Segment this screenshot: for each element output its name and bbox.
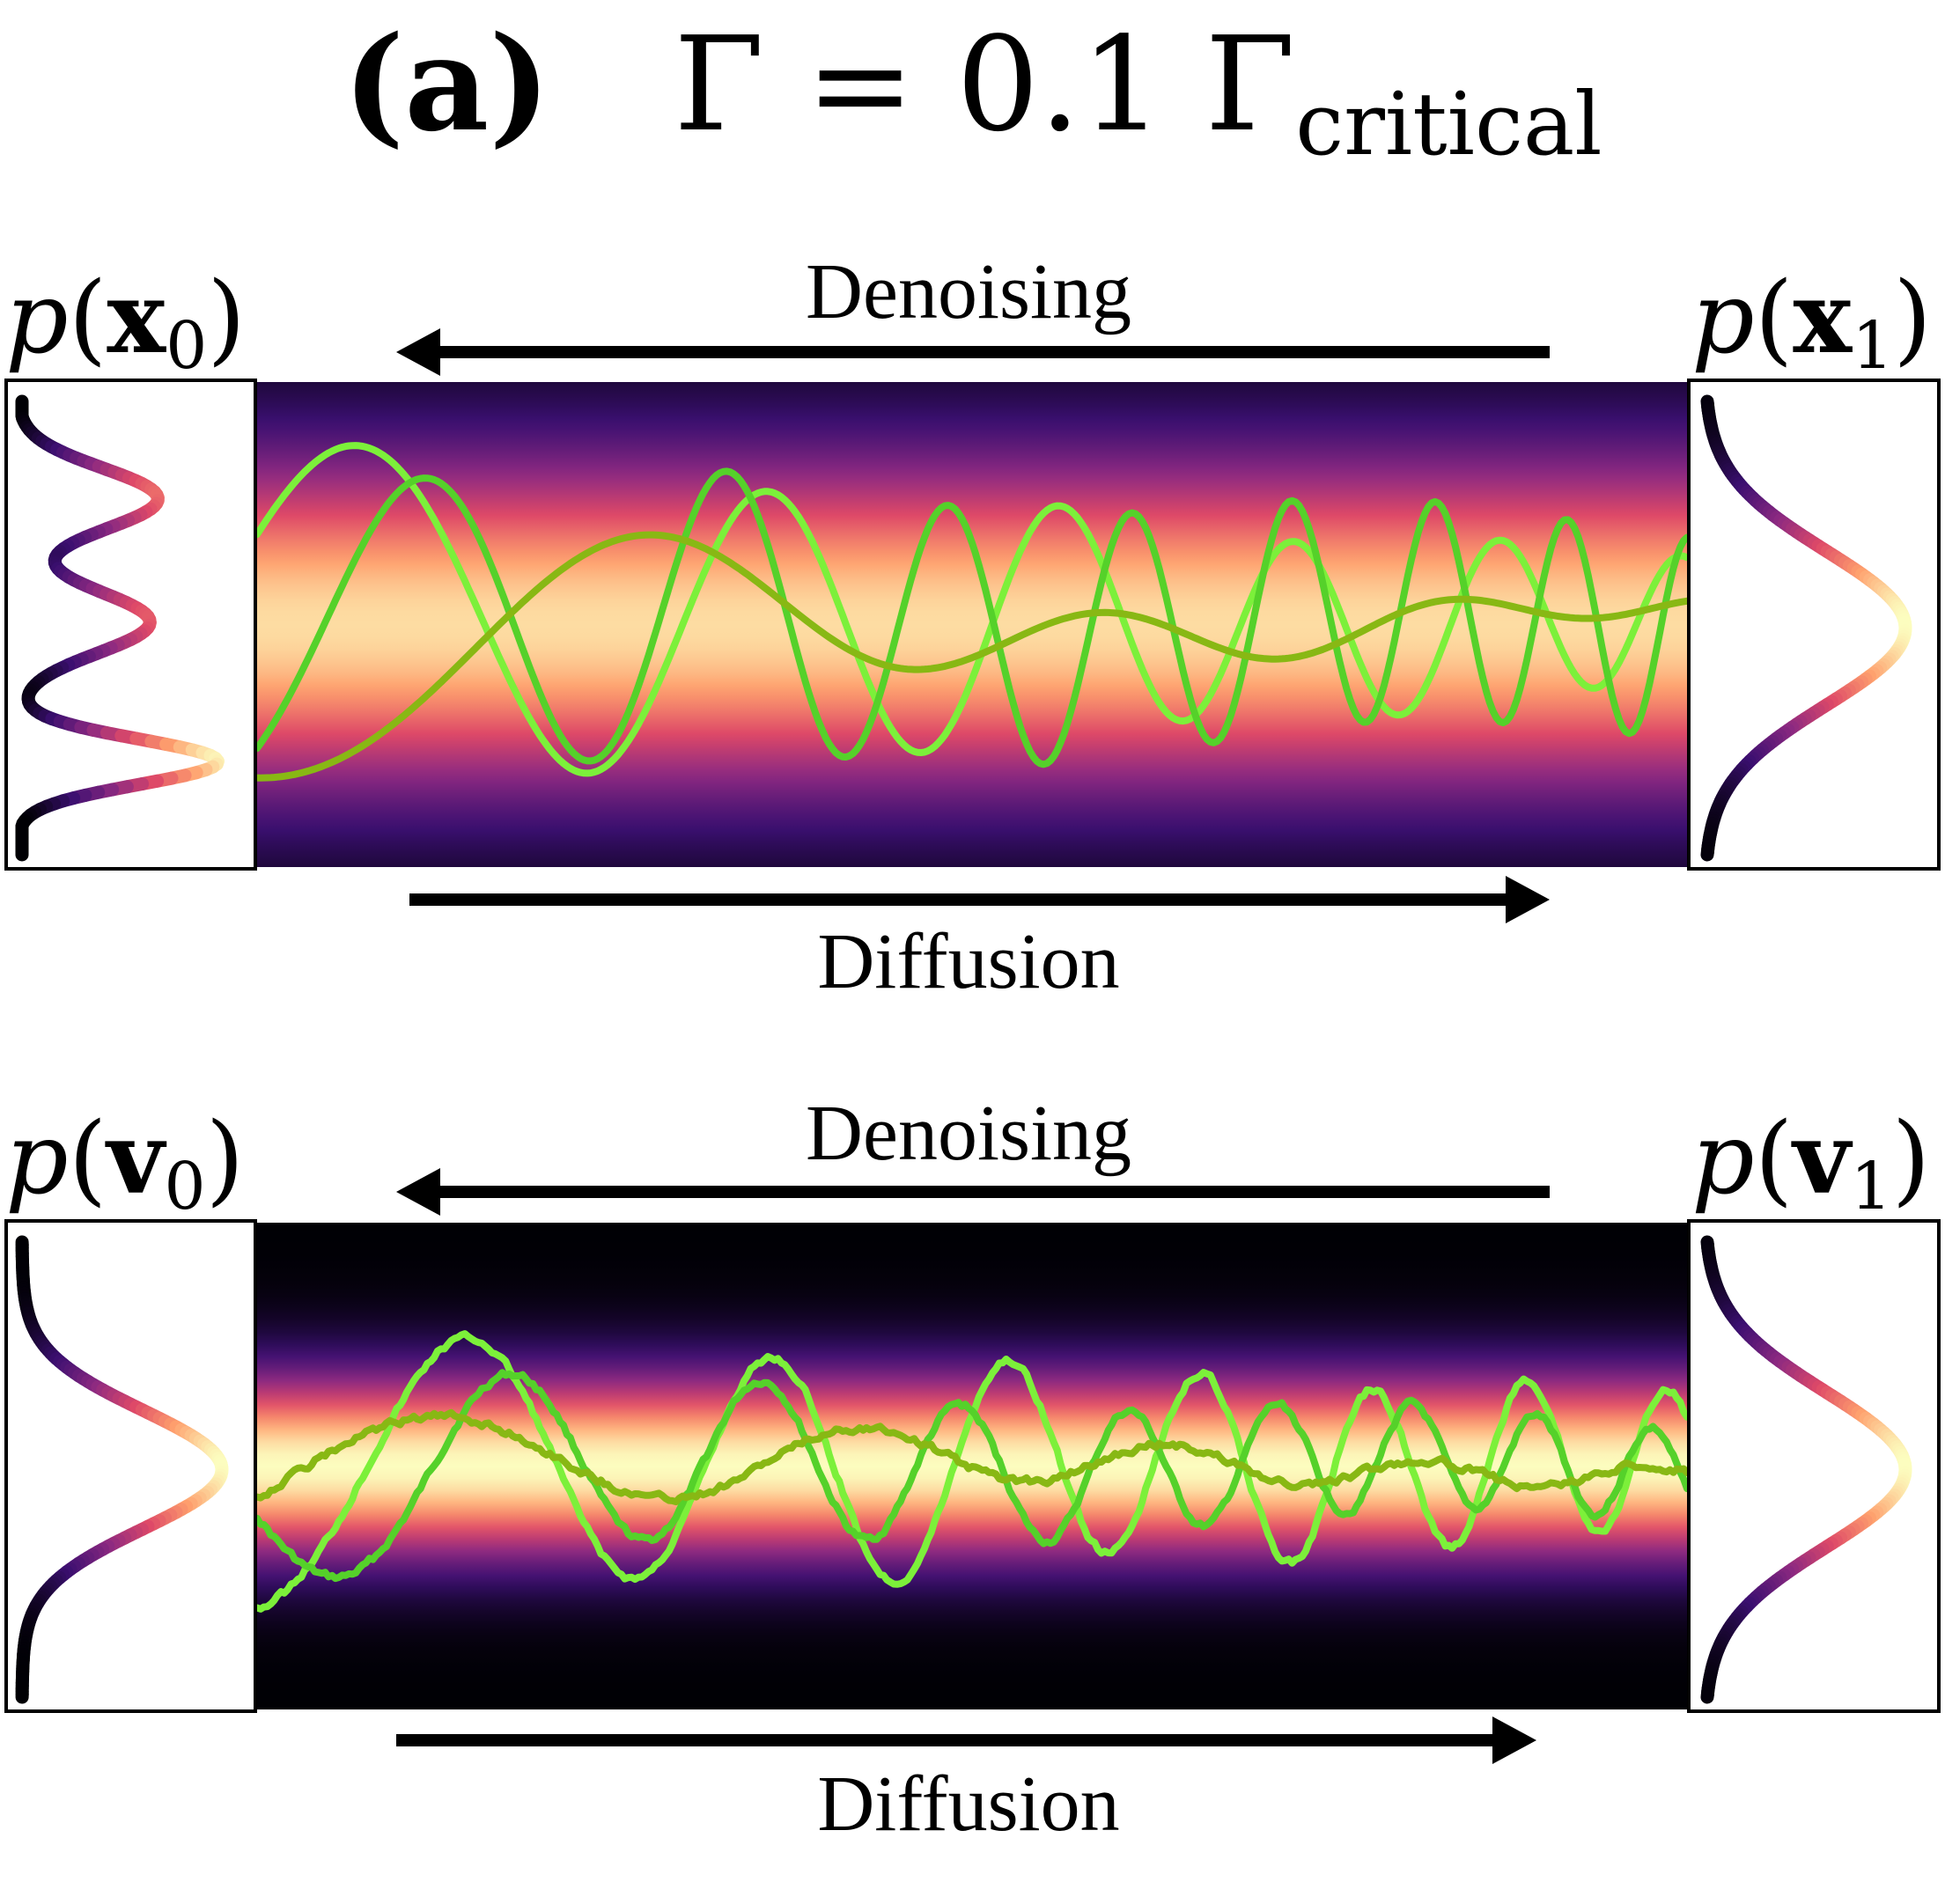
title-subscript: critical bbox=[1295, 75, 1602, 175]
panel-label: (a) bbox=[343, 7, 551, 160]
initial-density-curve bbox=[15, 394, 225, 862]
diffusion-label-bottom: Diffusion bbox=[817, 1761, 1120, 1848]
sample-trajectory bbox=[257, 531, 1687, 782]
position-heatmap bbox=[257, 382, 1687, 867]
right-density-label-x: p(x1) bbox=[1691, 261, 1932, 385]
terminal-density-curve bbox=[1700, 1235, 1912, 1704]
initial-mode-glow bbox=[257, 715, 310, 820]
initial-density-plot-v bbox=[4, 1219, 257, 1713]
terminal-density-curve bbox=[1700, 394, 1912, 862]
right-density-label-v: p(v1) bbox=[1691, 1101, 1931, 1225]
figure-title: (a) Γ = 0.1 Γcritical bbox=[0, 0, 1945, 175]
denoising-label-top: Denoising bbox=[806, 248, 1131, 335]
initial-density-plot-x bbox=[4, 379, 257, 871]
terminal-density-plot-v bbox=[1687, 1219, 1941, 1713]
initial-density-curve bbox=[15, 1235, 229, 1704]
diffusion-arrow-bottom bbox=[396, 1717, 1536, 1764]
sample-trajectory bbox=[257, 467, 1687, 768]
title-equation: Γ = 0.1 Γ bbox=[674, 9, 1296, 160]
denoising-arrow-top bbox=[396, 328, 1550, 376]
initial-mode-glow bbox=[257, 565, 310, 672]
terminal-density-plot-x bbox=[1687, 379, 1941, 871]
denoising-label-bottom: Denoising bbox=[806, 1090, 1131, 1177]
diffusion-label-top: Diffusion bbox=[817, 918, 1120, 1005]
sample-trajectory bbox=[257, 1408, 1687, 1506]
sample-trajectory bbox=[257, 442, 1687, 777]
denoising-arrow-bottom bbox=[396, 1168, 1550, 1216]
left-density-label-x: p(x0) bbox=[5, 261, 246, 385]
diffusion-arrow-top bbox=[409, 876, 1550, 923]
velocity-heatmap bbox=[257, 1223, 1687, 1709]
left-density-label-v: p(v0) bbox=[5, 1101, 245, 1225]
